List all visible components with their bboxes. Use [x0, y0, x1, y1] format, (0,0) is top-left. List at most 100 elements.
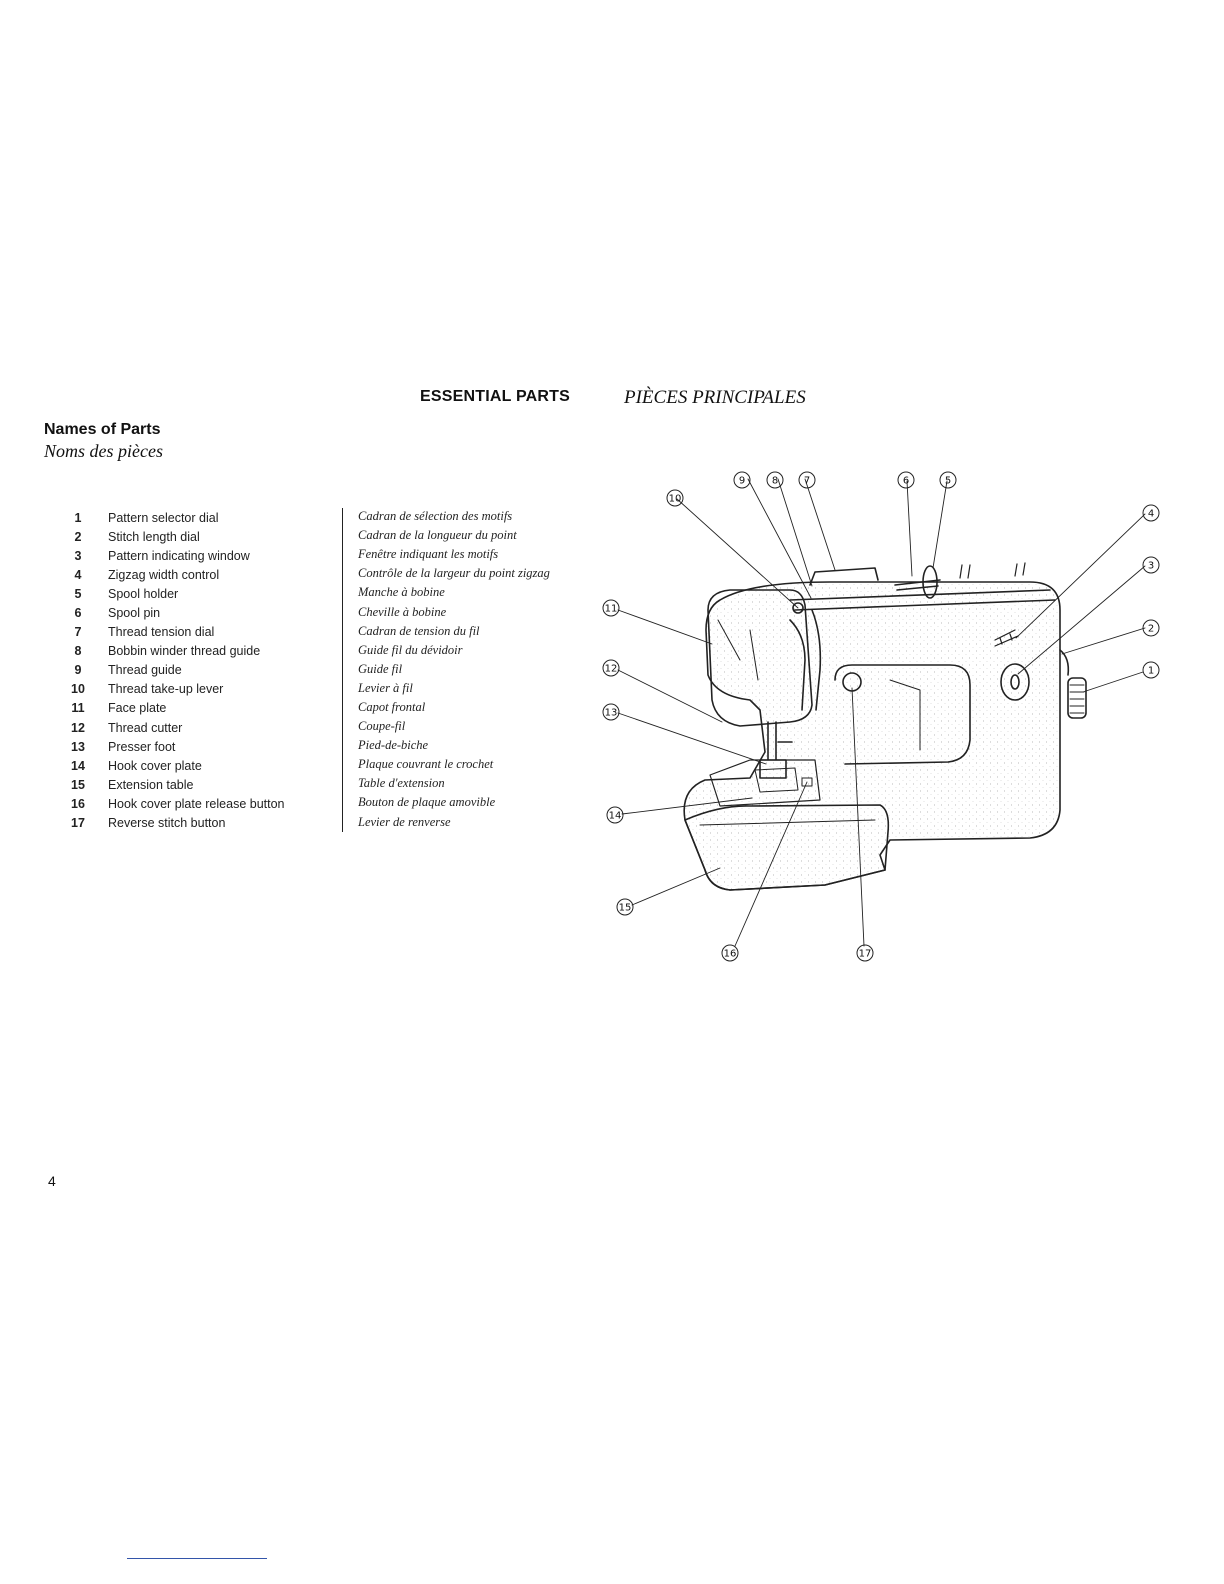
part-name-en: Presser foot	[108, 739, 176, 754]
arm-opening	[834, 664, 971, 765]
part-number: 13	[71, 739, 85, 754]
list-item: 16 Hook cover plate release button	[64, 794, 285, 813]
part-number: 9	[74, 663, 82, 678]
callout-leaders	[617, 478, 1146, 947]
svg-text:6: 6	[903, 476, 909, 487]
list-item: 15 Extension table	[64, 775, 285, 794]
callout-markers: 9 8 7 6 5 10 4 3 11 2 12 1 13 14 15 16 1…	[602, 471, 1160, 962]
face-plate	[707, 589, 813, 727]
list-item: 2 Stitch length dial	[64, 527, 285, 546]
svg-text:15: 15	[619, 903, 632, 914]
list-item: Plaque couvrant le crochet	[358, 757, 494, 772]
svg-text:12: 12	[605, 664, 618, 675]
callout-13: 13	[602, 703, 620, 721]
page-number: 4	[48, 1173, 56, 1189]
callout-7: 7	[798, 471, 816, 489]
list-item: 13 Presser foot	[64, 737, 285, 756]
svg-text:4: 4	[1148, 509, 1154, 520]
list-item: Cadran de la longueur du point	[358, 528, 517, 543]
part-name-en: Spool holder	[108, 586, 179, 601]
svg-text:16: 16	[724, 949, 737, 960]
part-number: 7	[74, 625, 82, 640]
part-name-en: Extension table	[108, 777, 194, 792]
list-item: Pied-de-biche	[358, 738, 429, 753]
callout-5: 5	[939, 471, 957, 489]
svg-text:7: 7	[804, 476, 810, 487]
svg-text:11: 11	[605, 604, 618, 615]
list-item: Guide fil du dévidoir	[358, 642, 463, 657]
list-item: Coupe-fil	[358, 719, 406, 734]
pattern-selector-window	[1000, 663, 1030, 701]
presser-foot	[759, 721, 793, 779]
list-item: Cadran de sélection des motifs	[358, 509, 513, 524]
callout-4: 4	[1142, 504, 1160, 522]
stitch-length-dial	[1059, 649, 1070, 676]
svg-text:17: 17	[859, 949, 872, 960]
list-item: 5 Spool holder	[64, 584, 285, 603]
part-number: 14	[71, 758, 85, 773]
list-item: Guide fil	[358, 661, 403, 676]
machine-body	[683, 581, 1061, 891]
subheading-english: Names of Parts	[44, 421, 161, 438]
section-title-english: ESSENTIAL PARTS	[420, 388, 570, 405]
part-name-en: Thread take-up lever	[108, 682, 224, 697]
part-name-en: Reverse stitch button	[108, 816, 226, 831]
list-item: Cadran de tension du fil	[358, 623, 480, 638]
svg-text:9: 9	[739, 476, 745, 487]
callout-1: 1	[1142, 661, 1160, 679]
list-item: 17 Reverse stitch button	[64, 814, 285, 833]
subheading-french: Noms des pièces	[44, 441, 163, 461]
part-number: 16	[71, 796, 85, 811]
svg-text:13: 13	[605, 708, 618, 719]
callout-2: 2	[1142, 619, 1160, 637]
section-title-french: PIÈCES PRINCIPALES	[624, 387, 806, 408]
part-number: 2	[74, 529, 82, 544]
list-item: 9 Thread guide	[64, 661, 285, 680]
part-number: 1	[74, 510, 82, 525]
list-item: Fenêtre indiquant les motifs	[358, 547, 499, 562]
footer-rule	[127, 1558, 267, 1559]
part-name-en: Bobbin winder thread guide	[108, 644, 261, 659]
take-up-lever	[792, 602, 804, 614]
handwheel	[1067, 677, 1087, 719]
part-name-en: Thread cutter	[108, 720, 183, 735]
list-item: Table d'extension	[358, 776, 445, 791]
callout-3: 3	[1142, 556, 1160, 574]
part-name-en: Thread guide	[108, 663, 182, 678]
part-name-en: Hook cover plate	[108, 758, 202, 773]
part-name-en: Stitch length dial	[108, 529, 200, 544]
sewing-machine-diagram: 9 8 7 6 5 10 4 3 11 2 12 1 13 14 15 16 1…	[602, 471, 1160, 962]
part-number: 17	[71, 816, 85, 831]
parts-list-french: Cadran de sélection des motifs Cadran de…	[358, 507, 550, 832]
svg-text:1: 1	[1148, 666, 1154, 677]
callout-16: 16	[721, 944, 739, 962]
callout-14: 14	[606, 806, 624, 824]
svg-text:8: 8	[772, 476, 778, 487]
extension-table	[684, 804, 890, 891]
svg-text:5: 5	[945, 476, 951, 487]
svg-text:2: 2	[1148, 624, 1154, 635]
part-number: 5	[74, 586, 82, 601]
column-divider	[342, 508, 343, 832]
part-number: 11	[71, 701, 85, 716]
part-name-en: Face plate	[108, 701, 167, 716]
part-number: 15	[71, 777, 85, 792]
part-name-en: Hook cover plate release button	[108, 796, 285, 811]
list-item: Cheville à bobine	[358, 604, 447, 619]
hook-cover-plate	[709, 759, 821, 807]
callout-15: 15	[616, 898, 634, 916]
svg-text:3: 3	[1148, 561, 1154, 572]
hook-cover-plate-release-button	[801, 777, 813, 787]
list-item: Capot frontal	[358, 699, 426, 714]
callout-9: 9	[733, 471, 751, 489]
callout-12: 12	[602, 659, 620, 677]
